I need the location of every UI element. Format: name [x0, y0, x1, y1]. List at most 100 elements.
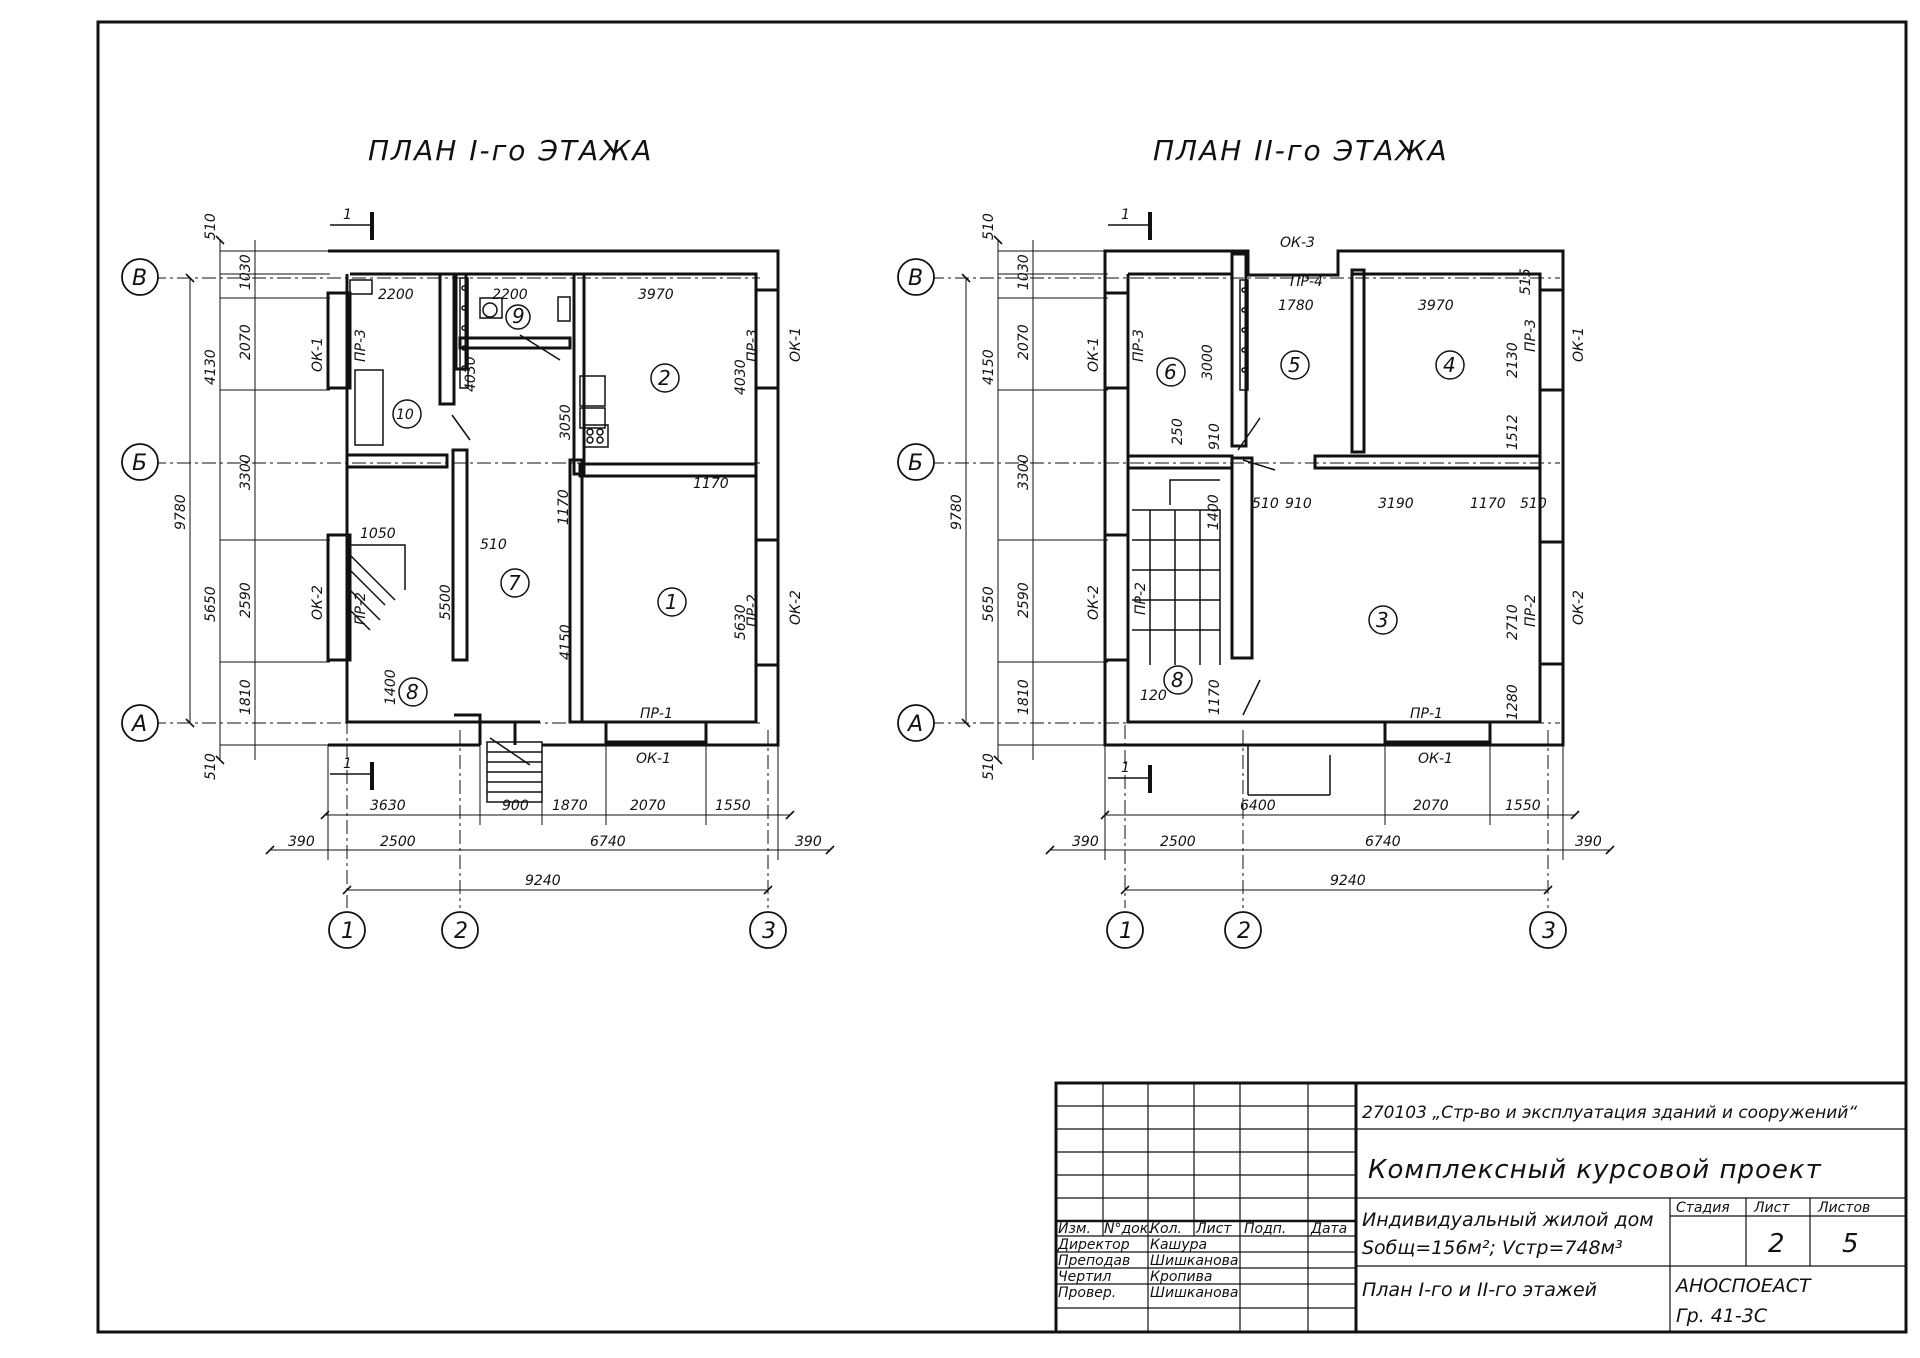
tb-object-line2: Sобщ=156м²; Vстр=748м³	[1362, 1237, 1623, 1259]
svg-text:1512: 1512	[1505, 414, 1521, 450]
floor-plan-1: ПЛАН I-го ЭТАЖА 1 1	[121, 134, 835, 949]
svg-text:Кол.: Кол.	[1150, 1221, 1182, 1237]
svg-text:510: 510	[203, 753, 219, 780]
svg-text:120: 120	[1140, 688, 1167, 704]
svg-text:3970: 3970	[1418, 298, 1454, 314]
plan1-room-8: 8	[406, 680, 419, 704]
svg-text:9780: 9780	[173, 494, 189, 530]
plan2-section-mark-bottom: 1	[1108, 760, 1152, 793]
svg-text:5650: 5650	[203, 586, 219, 622]
plan2-fixtures	[1132, 279, 1331, 796]
svg-text:1870: 1870	[552, 798, 588, 814]
svg-text:1550: 1550	[1505, 798, 1541, 814]
plan2-axis-row-v: В	[897, 258, 935, 296]
plan1-dims-bottom	[265, 745, 835, 895]
svg-text:1170: 1170	[1207, 679, 1223, 715]
svg-text:ОК-2: ОК-2	[310, 585, 326, 620]
svg-text:ОК-1: ОК-1	[1086, 337, 1102, 372]
svg-text:ОК-2: ОК-2	[788, 590, 804, 625]
tb-org-line2: Гр. 41-3С	[1676, 1305, 1768, 1327]
svg-text:Изм.: Изм.	[1058, 1221, 1091, 1237]
plan2-room-5: 5	[1288, 353, 1301, 377]
svg-text:5500: 5500	[438, 584, 454, 620]
svg-text:1: 1	[343, 207, 352, 223]
plan1-title: ПЛАН I-го ЭТАЖА	[368, 134, 653, 167]
svg-text:3: 3	[1542, 919, 1556, 944]
sheet-frame	[96, 20, 1908, 1334]
plan1-dims-left-text: 510 1030 2070 4130 3300 9780 2590 5650 1…	[173, 213, 254, 780]
svg-text:510: 510	[1252, 496, 1279, 512]
plan1-axis-col-3: 3	[749, 911, 787, 949]
svg-text:N°док.: N°док.	[1104, 1221, 1153, 1237]
svg-text:А: А	[906, 712, 923, 737]
svg-text:3000: 3000	[1200, 344, 1216, 380]
svg-text:ОК-2: ОК-2	[1086, 585, 1102, 620]
svg-text:ПР-3: ПР-3	[353, 329, 369, 362]
plan1-room-numbers	[392, 304, 687, 707]
plan1-fixtures	[349, 277, 609, 803]
svg-text:4030: 4030	[463, 356, 479, 392]
svg-text:900: 900	[502, 798, 529, 814]
svg-text:ПР-2: ПР-2	[353, 592, 369, 625]
svg-text:3: 3	[762, 919, 776, 944]
svg-text:910: 910	[1207, 423, 1223, 450]
svg-text:2200: 2200	[492, 287, 528, 303]
svg-text:ПР-1: ПР-1	[1410, 706, 1443, 722]
svg-text:2590: 2590	[1016, 582, 1032, 618]
svg-text:4150: 4150	[981, 349, 997, 385]
svg-text:4150: 4150	[558, 624, 574, 660]
svg-text:515: 515	[1518, 268, 1534, 295]
plan1-walls	[326, 249, 780, 747]
svg-text:1030: 1030	[1016, 254, 1032, 290]
plan2-axis-markers: В Б А 1 2 3	[897, 258, 1567, 949]
svg-text:1030: 1030	[238, 254, 254, 290]
plan2-dims-bottom	[1045, 745, 1615, 895]
svg-text:ПР-2: ПР-2	[1133, 582, 1149, 615]
tb-sheet-label: Лист	[1753, 1200, 1790, 1216]
svg-text:Директор: Директор	[1057, 1237, 1130, 1253]
plan1-dims-inner: 2200 2200 3970 4030 4030 3050 1170 1170 …	[360, 287, 749, 705]
svg-text:3300: 3300	[238, 454, 254, 490]
plan1-room-7: 7	[508, 571, 521, 595]
title-block: 270103 „Стр-во и эксплуатация зданий и с…	[1054, 1081, 1908, 1334]
svg-text:Лист: Лист	[1195, 1221, 1232, 1237]
svg-text:510: 510	[981, 753, 997, 780]
svg-text:1170: 1170	[1470, 496, 1506, 512]
svg-text:ОК-1: ОК-1	[636, 751, 671, 767]
svg-text:6400: 6400	[1240, 798, 1276, 814]
plan1-axis-row-b: Б	[121, 443, 159, 481]
plan1-axis-col-1: 1	[328, 911, 366, 949]
svg-text:2500: 2500	[1160, 834, 1196, 850]
tb-sheets-total: 5	[1842, 1229, 1860, 1259]
svg-text:Б: Б	[908, 451, 923, 476]
plan2-axis-row-b: Б	[897, 443, 935, 481]
svg-text:ОК-2: ОК-2	[1571, 590, 1587, 625]
svg-text:В: В	[132, 266, 147, 291]
svg-text:ОК-3: ОК-3	[1280, 235, 1315, 251]
plan1-room-1: 1	[665, 590, 678, 614]
svg-text:Шишканова: Шишканова	[1150, 1253, 1238, 1269]
tb-code-line: 270103 „Стр-во и эксплуатация зданий и с…	[1362, 1103, 1857, 1123]
plan2-axis-col-3: 3	[1529, 911, 1567, 949]
tb-column-headers: Изм. N°док. Кол. Лист Подп. Дата	[1058, 1221, 1347, 1237]
svg-text:250: 250	[1170, 418, 1186, 445]
plan1-room-2: 2	[658, 366, 671, 390]
svg-text:2200: 2200	[378, 287, 414, 303]
svg-text:ОК-1: ОК-1	[310, 337, 326, 372]
plan1-element-labels: ОК-1 ОК-2 ОК-1 ОК-2 ПР-3 ПР-2 ПР-3 ПР-2 …	[310, 327, 804, 767]
plan1-axis-row-v: В	[121, 258, 159, 296]
plan1-dims-left	[185, 235, 330, 765]
svg-text:Дата: Дата	[1310, 1221, 1347, 1237]
plan2-section-mark-top: 1	[1108, 207, 1152, 240]
plan2-axis-col-2: 2	[1224, 911, 1262, 949]
svg-text:1: 1	[1121, 207, 1130, 223]
plan2-element-labels: ОК-1 ОК-2 ОК-1 ОК-2 ОК-3 ПР-4 ПР-3 ПР-3 …	[1086, 235, 1587, 767]
svg-text:ОК-1: ОК-1	[1571, 327, 1587, 362]
svg-text:Шишканова: Шишканова	[1150, 1285, 1238, 1301]
svg-text:1550: 1550	[715, 798, 751, 814]
svg-text:9240: 9240	[525, 873, 561, 889]
svg-text:3050: 3050	[558, 404, 574, 440]
svg-text:390: 390	[1575, 834, 1602, 850]
svg-text:В: В	[908, 266, 923, 291]
